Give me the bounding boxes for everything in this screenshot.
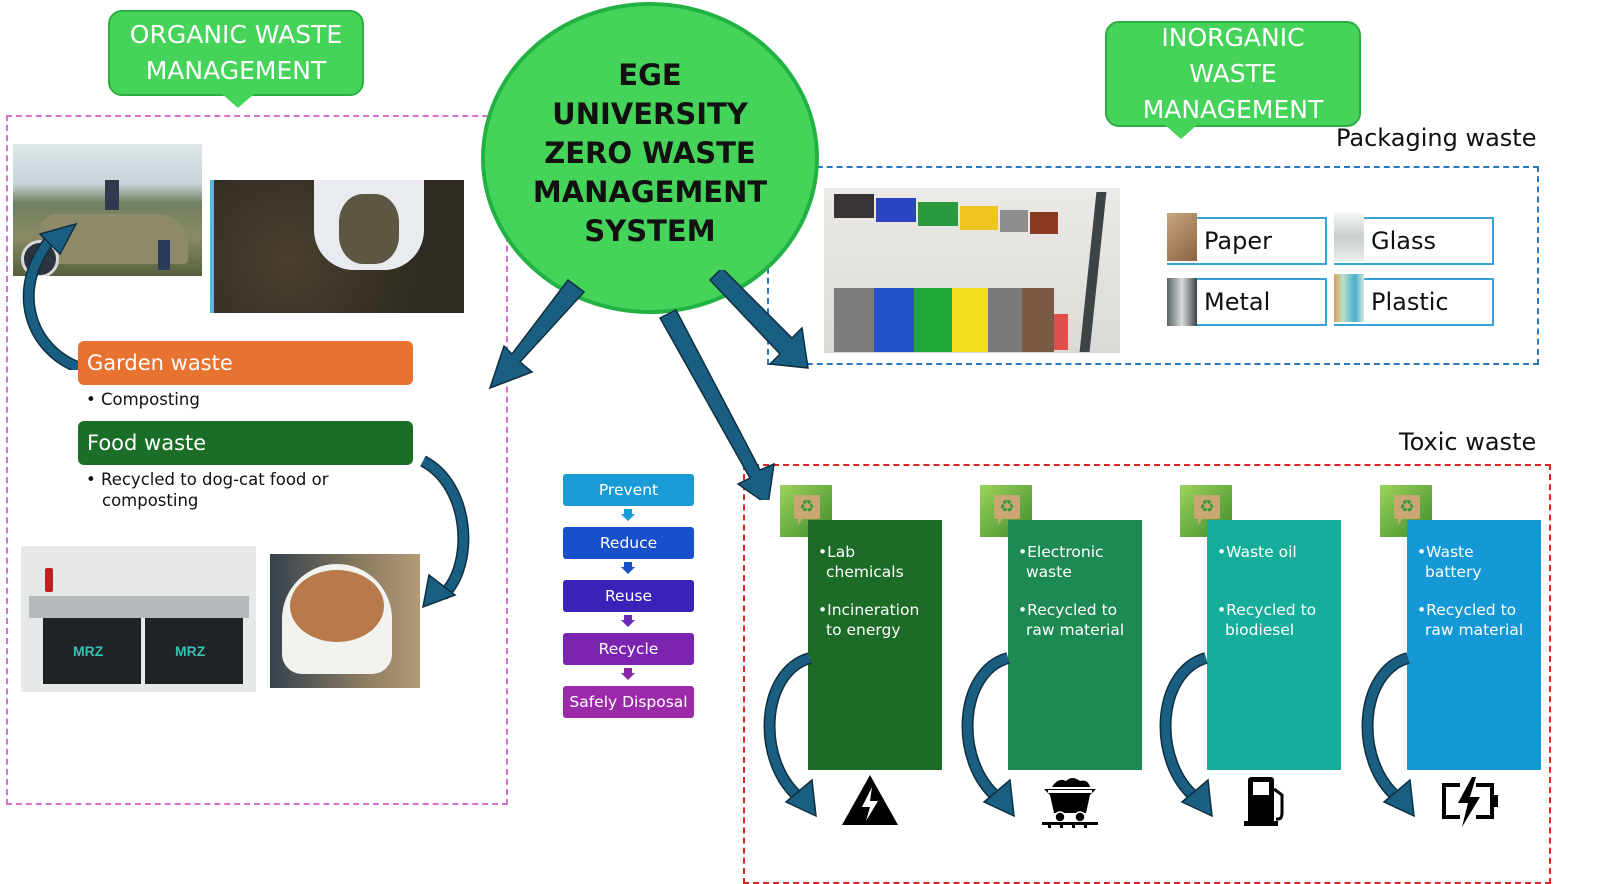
toxic-cycle-arrow-icon	[1159, 652, 1213, 818]
packaging-waste-title: Packaging waste	[1336, 124, 1537, 152]
garden-waste-bullet: • Composting	[86, 390, 200, 409]
organic-waste-callout: ORGANIC WASTE MANAGEMENT	[108, 10, 364, 108]
central-system-circle: EGE UNIVERSITY ZERO WASTE MANAGEMENT SYS…	[481, 2, 819, 314]
organic-callout-text: ORGANIC WASTE MANAGEMENT	[129, 20, 343, 85]
recycling-bins-photo	[824, 188, 1120, 353]
organic-waste-frame	[6, 115, 508, 805]
recycle-badge-icon: ♻	[1180, 485, 1232, 537]
toxic-waste-type: •Waste battery	[1417, 543, 1482, 581]
arrow-to-toxic-icon	[658, 309, 775, 500]
compost-in-hand-photo	[210, 180, 464, 313]
metal-cans-icon	[1167, 278, 1197, 326]
hub-title: EGE UNIVERSITY ZERO WASTE MANAGEMENT SYS…	[532, 57, 768, 248]
hierarchy-down-arrow-icon	[621, 562, 635, 574]
food-waste-bar: Food waste	[78, 421, 413, 465]
hierarchy-down-arrow-icon	[621, 668, 635, 680]
hierarchy-down-arrow-icon	[621, 615, 635, 627]
fuel-pump-icon	[1244, 777, 1284, 826]
toxic-cycle-arrow-icon	[763, 652, 817, 818]
food-cycle-arrow-icon	[419, 455, 470, 609]
toxic-waste-type: •Waste oil	[1217, 543, 1297, 561]
garden-cycle-arrow-icon	[22, 222, 83, 370]
packaging-label-metal: Metal	[1204, 288, 1271, 316]
plastic-bottles-icon	[1334, 274, 1364, 322]
high-voltage-icon	[842, 775, 898, 825]
machine-brand-label: MRZ	[175, 643, 206, 659]
pet-food-bucket-photo	[270, 554, 420, 688]
toxic-treatment: •Recycled to raw material	[1018, 601, 1125, 639]
recycle-badge-icon: ♻	[780, 485, 832, 537]
food-waste-bullet-text: Recycled to dog-cat food or composting	[100, 470, 329, 510]
toxic-item-waste-oil: •Waste oil •Recycled to biodiesel	[1207, 520, 1341, 770]
recycle-badge-icon: ♻	[1380, 485, 1432, 537]
hub-arrows	[488, 270, 809, 500]
machine-brand-label: MRZ	[73, 643, 104, 659]
packaging-label-paper: Paper	[1204, 227, 1272, 255]
toxic-cycle-arrow-icon	[961, 652, 1015, 818]
battery-charging-icon	[1442, 777, 1498, 827]
toxic-treatment: •Recycled to raw material	[1417, 601, 1524, 639]
hierarchy-step-reuse: Reuse	[563, 580, 694, 612]
packaging-label-glass: Glass	[1371, 227, 1436, 255]
toxic-cycle-arrow-icon	[1361, 652, 1415, 818]
toxic-waste-type: •Lab chemicals	[818, 543, 904, 581]
hierarchy-step-safely-disposal: Safely Disposal	[563, 686, 694, 718]
cardboard-boxes-icon	[1167, 213, 1197, 261]
inorganic-callout-text: INORGANIC WASTE MANAGEMENT	[1142, 23, 1324, 124]
arrow-to-packaging-icon	[708, 270, 809, 369]
hierarchy-step-reduce: Reduce	[563, 527, 694, 559]
hierarchy-down-arrow-icon	[621, 509, 635, 521]
mine-cart-icon	[1042, 778, 1098, 828]
food-waste-machine-photo: MRZ MRZ	[21, 546, 256, 692]
toxic-waste-title: Toxic waste	[1399, 428, 1537, 456]
packaging-label-plastic: Plastic	[1371, 288, 1449, 316]
hierarchy-step-recycle: Recycle	[563, 633, 694, 665]
inorganic-waste-callout: INORGANIC WASTE MANAGEMENT	[1105, 21, 1361, 139]
garden-waste-bar: Garden waste	[78, 341, 413, 385]
toxic-treatment: •Recycled to biodiesel	[1217, 601, 1317, 639]
food-waste-bullet: • Recycled to dog-cat food or composting	[86, 470, 329, 510]
toxic-item-waste-battery: •Waste battery •Recycled to raw material	[1407, 520, 1541, 770]
toxic-treatment: •Incineration to energy	[818, 601, 920, 639]
garden-waste-bullet-text: Composting	[100, 390, 200, 409]
hierarchy-step-prevent: Prevent	[563, 474, 694, 506]
toxic-item-lab-chemicals: •Lab chemicals •Incineration to energy	[808, 520, 942, 770]
toxic-item-electronic-waste: •Electronic waste •Recycled to raw mater…	[1008, 520, 1142, 770]
toxic-waste-type: •Electronic waste	[1018, 543, 1104, 581]
glass-jars-icon	[1334, 213, 1364, 261]
arrow-to-organic-icon	[488, 278, 586, 390]
